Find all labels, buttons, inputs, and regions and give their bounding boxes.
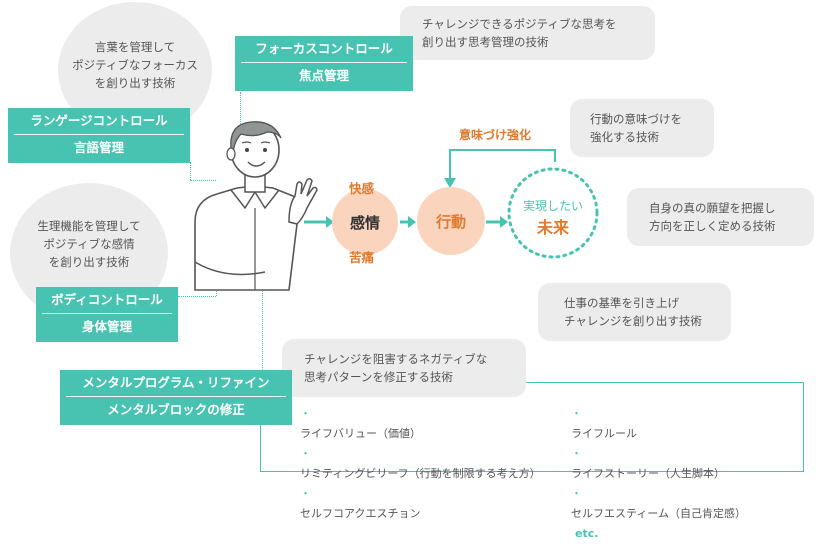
divider [241,62,407,63]
mental-list-left: ・ライフバリュー（価値） ・リミティングビリーフ（行動を制限する考え方） ・セル… [300,404,541,524]
standard-line: チャレンジを創り出す技術 [564,314,702,328]
desire-line: 自身の真の願望を把握し [649,201,776,215]
connector-language [190,162,191,180]
feedback-label: 意味づけ強化 [459,128,532,142]
flow-arrows [304,149,599,259]
body-control-title: ボディコントロール [51,292,163,307]
body-desc-line: を創り出す技術 [48,255,130,269]
meaning-line: 行動の意味づけを [590,112,682,126]
arrowhead-action [408,216,416,228]
list-item: ・ライフルール [571,407,637,440]
body-desc-line: ポジティブな感情 [43,237,135,251]
mental-bubble-line: 思考パターンを修正する技術 [304,370,453,384]
arrowhead-emotion [326,216,334,228]
future-top-label: 実現したい [522,199,583,213]
language-control-label: ランゲージコントロール 言語管理 [8,108,190,163]
body-desc-line: 生理機能を管理して [37,219,141,233]
body-control-label: ボディコントロール 身体管理 [36,287,178,342]
list-item: ・リミティングビリーフ（行動を制限する考え方） [300,447,541,480]
connector-mental [262,238,263,386]
mental-refine-label: メンタルプログラム・リファイン メンタルブロックの修正 [60,370,292,425]
feedback-loop [449,149,556,180]
list-item: ・ライフストーリー（人生脚本） [571,447,725,480]
mental-refine-title: メンタルプログラム・リファイン [82,375,270,390]
meaning-bubble: 行動の意味づけを 強化する技術 [570,99,714,157]
emotion-label: 感情 [349,213,380,232]
arrowhead-future [500,216,508,228]
mental-list-box [260,382,804,472]
list-item: ・セルフエスティーム（自己肯定感）etc. [571,484,746,544]
focus-desc-line: を創り出す技術 [94,76,176,90]
focus-thinking-line: 創り出す思考管理の技術 [422,35,549,49]
list-item: ・セルフコアクエスチョン [300,487,421,520]
mental-bubble-line: チャレンジを阻害するネガティブな [304,352,488,366]
connector-focus [240,92,241,126]
focus-control-title: フォーカスコントロール [255,41,393,56]
focus-thinking-bubble: チャレンジできるポジティブな思考を 創り出す思考管理の技術 [400,6,655,60]
desire-line: 方向を正しく定める技術 [649,219,776,233]
action-node: 行動 [417,187,485,255]
pain-label: 苦痛 [349,250,375,265]
language-control-title: ランゲージコントロール [30,113,168,128]
connector-body-h [178,296,216,297]
mental-refine-subtitle: メンタルブロックの修正 [107,402,245,417]
divider [14,134,184,135]
meaning-line: 強化する技術 [590,130,659,144]
person-illustration [194,121,318,291]
divider [42,313,172,314]
standard-bubble: 仕事の基準を引き上げ チャレンジを創り出す技術 [538,283,731,341]
etc-label: etc. [575,527,599,540]
focus-thinking-line: チャレンジできるポジティブな思考を [422,17,617,31]
mental-list-right: ・ライフルール ・ライフストーリー（人生脚本） ・セルフエスティーム（自己肯定感… [571,404,746,544]
divider [66,396,286,397]
focus-desc-line: 言葉を管理して [94,40,176,54]
future-circle [507,167,599,259]
body-control-subtitle: 身体管理 [81,319,132,334]
emotion-node: 感情 [332,189,398,255]
language-control-subtitle: 言語管理 [73,140,124,155]
desire-bubble: 自身の真の願望を把握し 方向を正しく定める技術 [627,188,814,246]
feedback-arrowhead [444,178,456,188]
list-item: ・ライフバリュー（価値） [300,407,421,440]
connector-language-h [190,180,216,181]
action-label: 行動 [435,212,466,231]
pleasure-label: 快感 [349,181,375,196]
focus-control-subtitle: 焦点管理 [298,68,349,83]
standard-line: 仕事の基準を引き上げ [564,296,679,310]
focus-desc-line: ポジティブなフォーカス [72,58,198,72]
future-bottom-label: 未来 [536,218,569,237]
focus-control-label: フォーカスコントロール 焦点管理 [235,36,413,91]
mental-bubble: チャレンジを阻害するネガティブな 思考パターンを修正する技術 [282,339,526,397]
